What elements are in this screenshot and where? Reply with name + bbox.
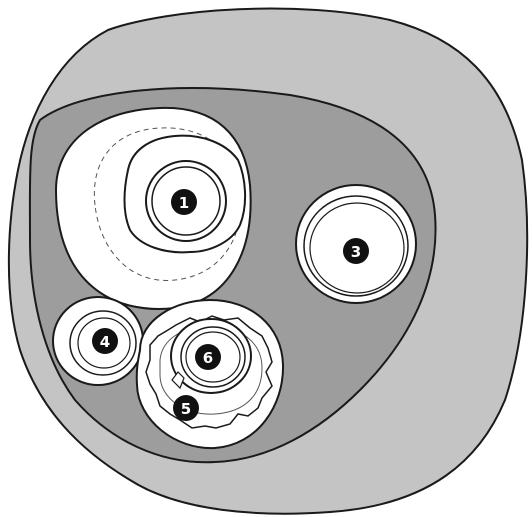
marker-1-label: 1 xyxy=(179,194,189,212)
marker-3: 3 xyxy=(343,238,369,264)
marker-6-label: 6 xyxy=(203,349,213,367)
structure-1 xyxy=(56,108,251,309)
marker-3-label: 3 xyxy=(351,243,361,261)
marker-4: 4 xyxy=(92,328,118,354)
marker-5: 5 xyxy=(173,395,199,421)
marker-1: 1 xyxy=(171,189,197,215)
marker-5-label: 5 xyxy=(181,400,191,418)
marker-6: 6 xyxy=(195,344,221,370)
marker-4-label: 4 xyxy=(100,333,110,351)
